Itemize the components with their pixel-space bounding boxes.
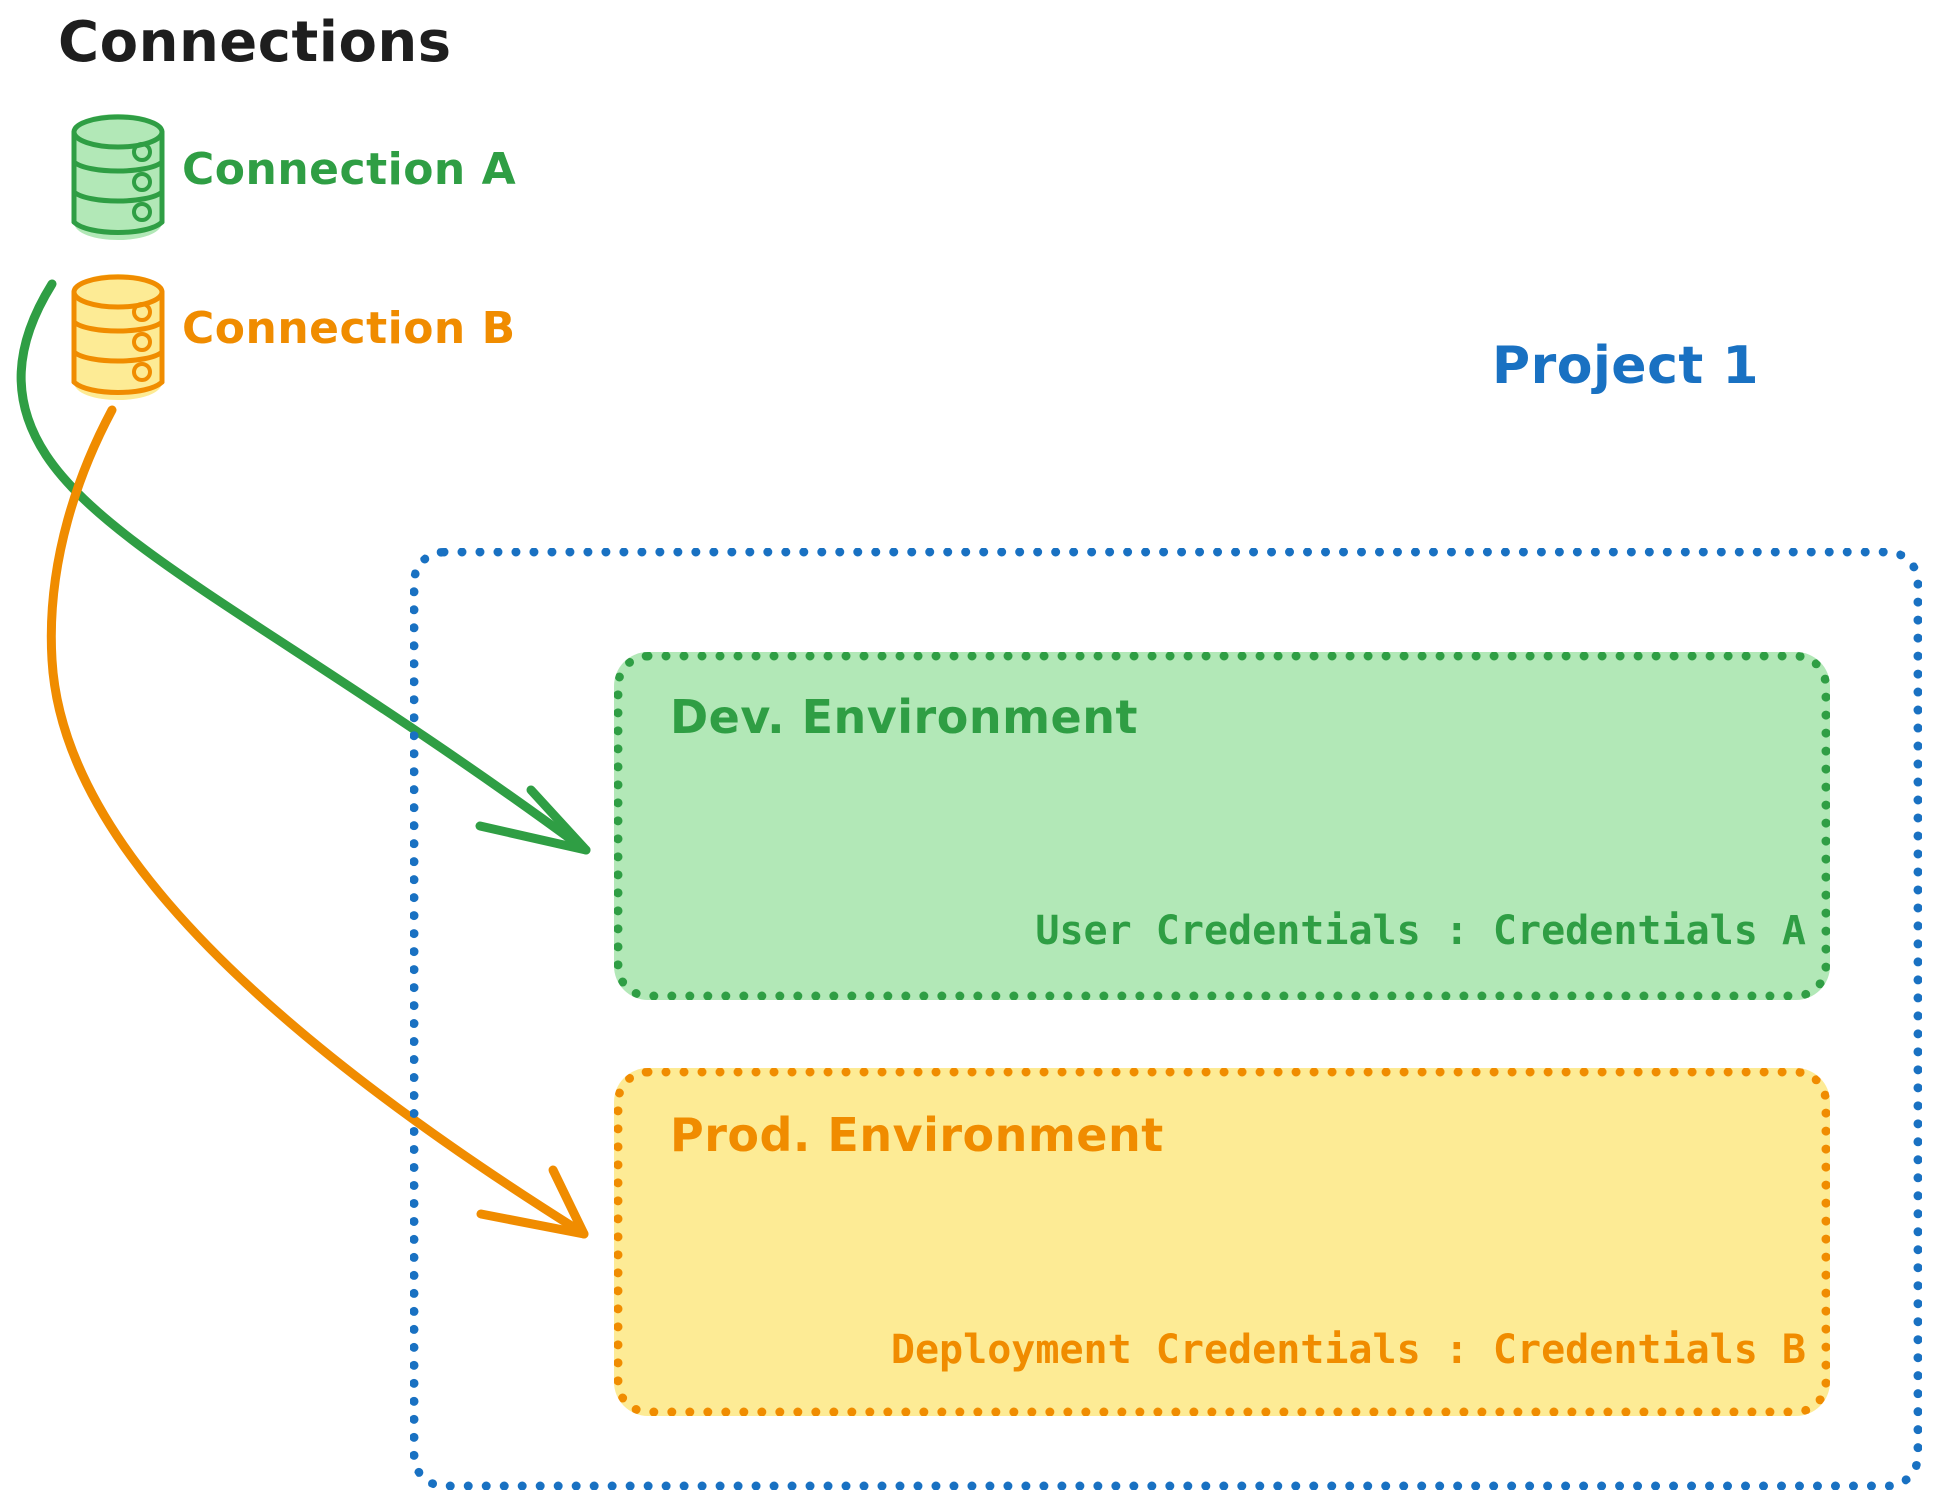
project-1-label: Project 1 [1492,336,1760,396]
arrow-path-orange [46,405,583,1235]
connection-a-label[interactable]: Connection A [182,144,517,195]
database-cylinder-icon-connection-b [71,274,165,400]
prod-environment-title: Prod. Environment [670,1108,1164,1162]
arrow-head-orange-upper [476,1209,589,1239]
arrow-head-green-upper [475,821,591,855]
dev-environment-box[interactable] [614,652,1830,1000]
prod-environment-box[interactable] [614,1068,1830,1416]
database-cylinder-icon-connection-a [71,114,165,240]
page-title: Connections [58,10,452,75]
dev-environment-title: Dev. Environment [670,690,1138,744]
arrow-head-green-lower [526,785,591,855]
dev-environment-credentials: User Credentials : Credentials A [1035,908,1806,954]
arrow-connection-b-to-prod [46,405,589,1239]
arrow-connection-a-to-dev [16,279,591,855]
arrow-path-green [16,279,585,851]
project-1-container [410,548,1922,1490]
arrow-head-orange-lower [548,1165,589,1239]
prod-environment-credentials: Deployment Credentials : Credentials B [890,1327,1806,1373]
connection-b-label[interactable]: Connection B [182,303,516,354]
